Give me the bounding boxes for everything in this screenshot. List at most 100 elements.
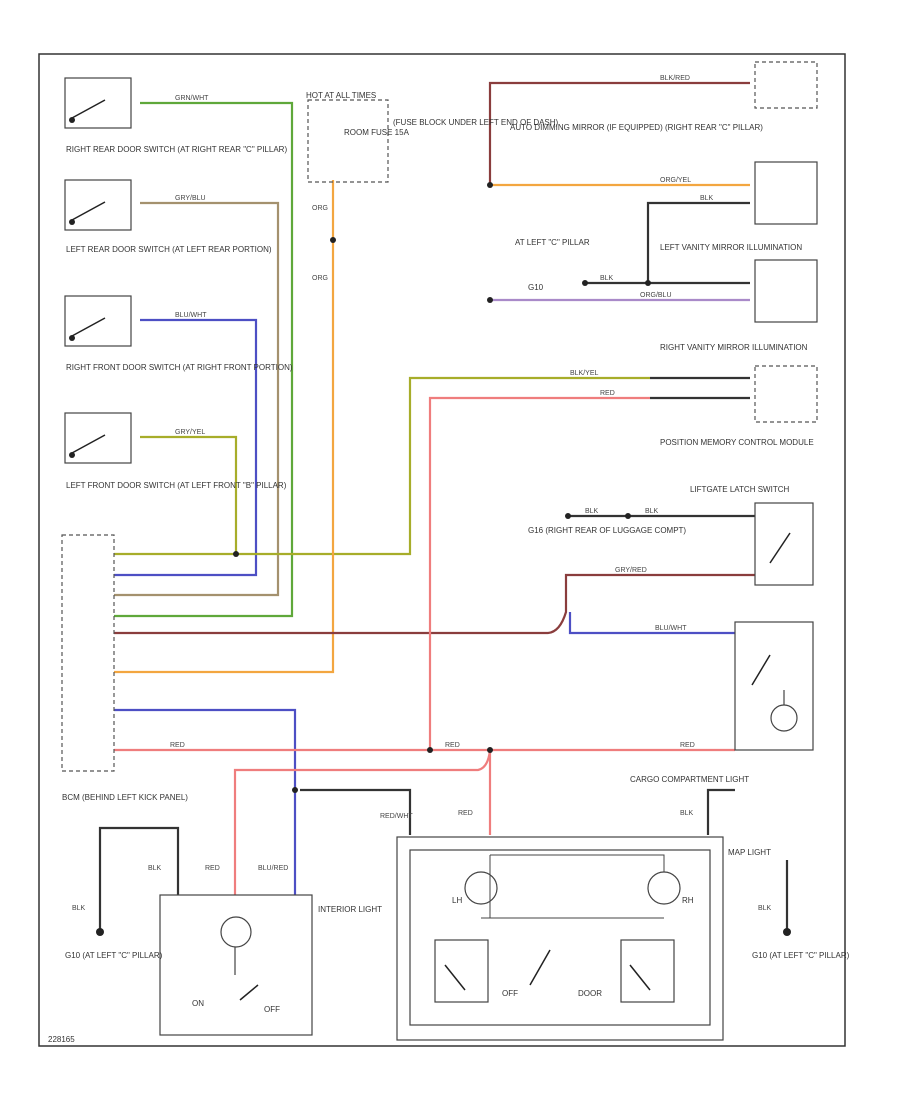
wire-label-blk-red: BLK/RED: [660, 75, 690, 82]
door-switch-right-front: [64, 295, 132, 347]
fuse-block: [307, 99, 389, 183]
wire-label-gry-yel: GRY/YEL: [175, 429, 205, 436]
auto-dimming-mirror: [754, 161, 818, 225]
wire-label-gry-red: GRY/RED: [615, 567, 647, 574]
wire-black-ground-left: [98, 826, 180, 930]
splice: [330, 237, 336, 243]
wire-label-red-cargo: RED: [680, 742, 695, 749]
wire-label-blk-bcm: BLK: [148, 865, 162, 872]
wire-label-red-interior: RED: [205, 865, 220, 872]
wire-blue-top: [114, 318, 258, 577]
splice: [487, 297, 493, 303]
bcm-label: BCM (BEHIND LEFT KICK PANEL): [62, 793, 188, 802]
liftgate-latch-switch: [754, 502, 814, 586]
ground-left-label: G10 (AT LEFT "C" PILLAR): [65, 951, 163, 960]
off-map-label: OFF: [502, 989, 518, 998]
diagram-frame: [38, 53, 846, 1047]
cargo-light: [734, 621, 814, 751]
door-switch-left-rear: [64, 179, 132, 231]
wire-label-red-wht: RED/WHT: [380, 813, 413, 820]
hot-at-all-times-label: HOT AT ALL TIMES: [306, 91, 376, 100]
wire-label-red-map: RED: [458, 810, 473, 817]
at-left-c-pillar-label: AT LEFT "C" PILLAR: [515, 238, 590, 247]
splice: [292, 787, 298, 793]
g16-label: G16 (RIGHT REAR OF LUGGAGE COMPT): [528, 526, 686, 535]
wire-blue-cargo: [568, 612, 735, 635]
wire-red-up: [428, 396, 650, 750]
rh-label: RH: [682, 896, 694, 905]
right-front-door-switch-label: RIGHT FRONT DOOR SWITCH (AT RIGHT FRONT …: [66, 363, 293, 372]
splice: [625, 513, 631, 519]
wire-label-blu-red: BLU/RED: [258, 865, 288, 872]
wire-black-cargo: [706, 788, 735, 835]
wire-label-red-mid: RED: [445, 742, 460, 749]
wire-label-blk-cargo: BLK: [680, 810, 694, 817]
interior-light: [159, 894, 313, 1036]
right-rear-door-switch-label: RIGHT REAR DOOR SWITCH (AT RIGHT REAR "C…: [66, 145, 287, 154]
on-label: ON: [192, 999, 204, 1008]
wire-label-gry-blu: GRY/BLU: [175, 195, 206, 202]
door-switch-left-front: [64, 412, 132, 464]
wire-label-blk-liftgate: BLK: [585, 508, 599, 515]
wire-label-red-bcm: RED: [170, 742, 185, 749]
wire-label-blk-yel: BLK/YEL: [570, 370, 599, 377]
wire-black-memory: [650, 376, 750, 400]
wire-maroon: [114, 573, 755, 635]
splice: [233, 551, 239, 557]
right-vanity-mirror: [754, 365, 818, 423]
splice: [582, 280, 588, 286]
wire-label-red: RED: [600, 390, 615, 397]
fuse-block-label: (FUSE BLOCK UNDER LEFT END OF DASH): [393, 118, 559, 127]
wire-label-grn-wht: GRN/WHT: [175, 95, 209, 102]
liftgate-switch-label: LIFTGATE LATCH SWITCH: [690, 485, 789, 494]
fuse-label: ROOM FUSE 15A: [344, 128, 410, 137]
wire-label-blk-mirror: BLK: [700, 195, 714, 202]
auto-dimming-mirror-label: AUTO DIMMING MIRROR (IF EQUIPPED) (RIGHT…: [510, 123, 763, 132]
wire-black-map: [300, 788, 412, 835]
cargo-light-label: CARGO COMPARTMENT LIGHT: [630, 775, 749, 784]
wire-green: [114, 101, 294, 618]
map-light: [396, 836, 724, 1041]
map-light-label: MAP LIGHT: [728, 848, 771, 857]
right-vanity-mirror-label: RIGHT VANITY MIRROR ILLUMINATION: [660, 343, 808, 352]
door-label: DOOR: [578, 989, 602, 998]
splice: [427, 747, 433, 753]
wire-orange: [114, 180, 335, 674]
wire-label-blk-liftgate-2: BLK: [645, 508, 659, 515]
ground-right-label: G10 (AT LEFT "C" PILLAR): [752, 951, 850, 960]
lh-label: LH: [452, 896, 462, 905]
off-label: OFF: [264, 1005, 280, 1014]
left-front-door-switch-label: LEFT FRONT DOOR SWITCH (AT LEFT FRONT "B…: [66, 481, 287, 490]
wire-label-org-2: ORG: [312, 275, 328, 282]
wire-label-org-yel: ORG/YEL: [660, 177, 691, 184]
left-vanity-mirror-label: LEFT VANITY MIRROR ILLUMINATION: [660, 243, 802, 252]
left-rear-door-switch-label: LEFT REAR DOOR SWITCH (AT LEFT REAR PORT…: [66, 245, 272, 254]
bcm-connector: [61, 534, 115, 772]
splice: [565, 513, 571, 519]
connector-top-right: [754, 61, 818, 109]
wire-label-org: ORG: [312, 205, 328, 212]
wire-label-blk-right: BLK: [758, 905, 772, 912]
splice: [487, 182, 493, 188]
splice: [645, 280, 651, 286]
wire-label-blu-wht-cargo: BLU/WHT: [655, 625, 687, 632]
wire-black-mirror: [646, 201, 750, 283]
wire-label-org-blu: ORG/BLU: [640, 292, 672, 299]
wire-maroon-top: [488, 81, 750, 185]
wire-label-blk-vanity: BLK: [600, 275, 614, 282]
wire-olive: [114, 435, 238, 556]
wire-blue-bottom: [114, 708, 297, 895]
wire-tan: [114, 201, 280, 597]
left-vanity-mirror: [754, 259, 818, 323]
wire-olive-memory: [236, 376, 650, 556]
position-memory-label: POSITION MEMORY CONTROL MODULE: [660, 438, 814, 447]
interior-light-label: INTERIOR LIGHT: [318, 905, 382, 914]
corner-code: 228165: [48, 1035, 75, 1044]
wire-label-blu-wht: BLU/WHT: [175, 312, 207, 319]
g10-label: G10: [528, 283, 544, 292]
wire-label-blk-ground: BLK: [72, 905, 86, 912]
door-switch-right-rear: [64, 77, 132, 129]
splice: [487, 747, 493, 753]
ground-right: [783, 928, 791, 936]
